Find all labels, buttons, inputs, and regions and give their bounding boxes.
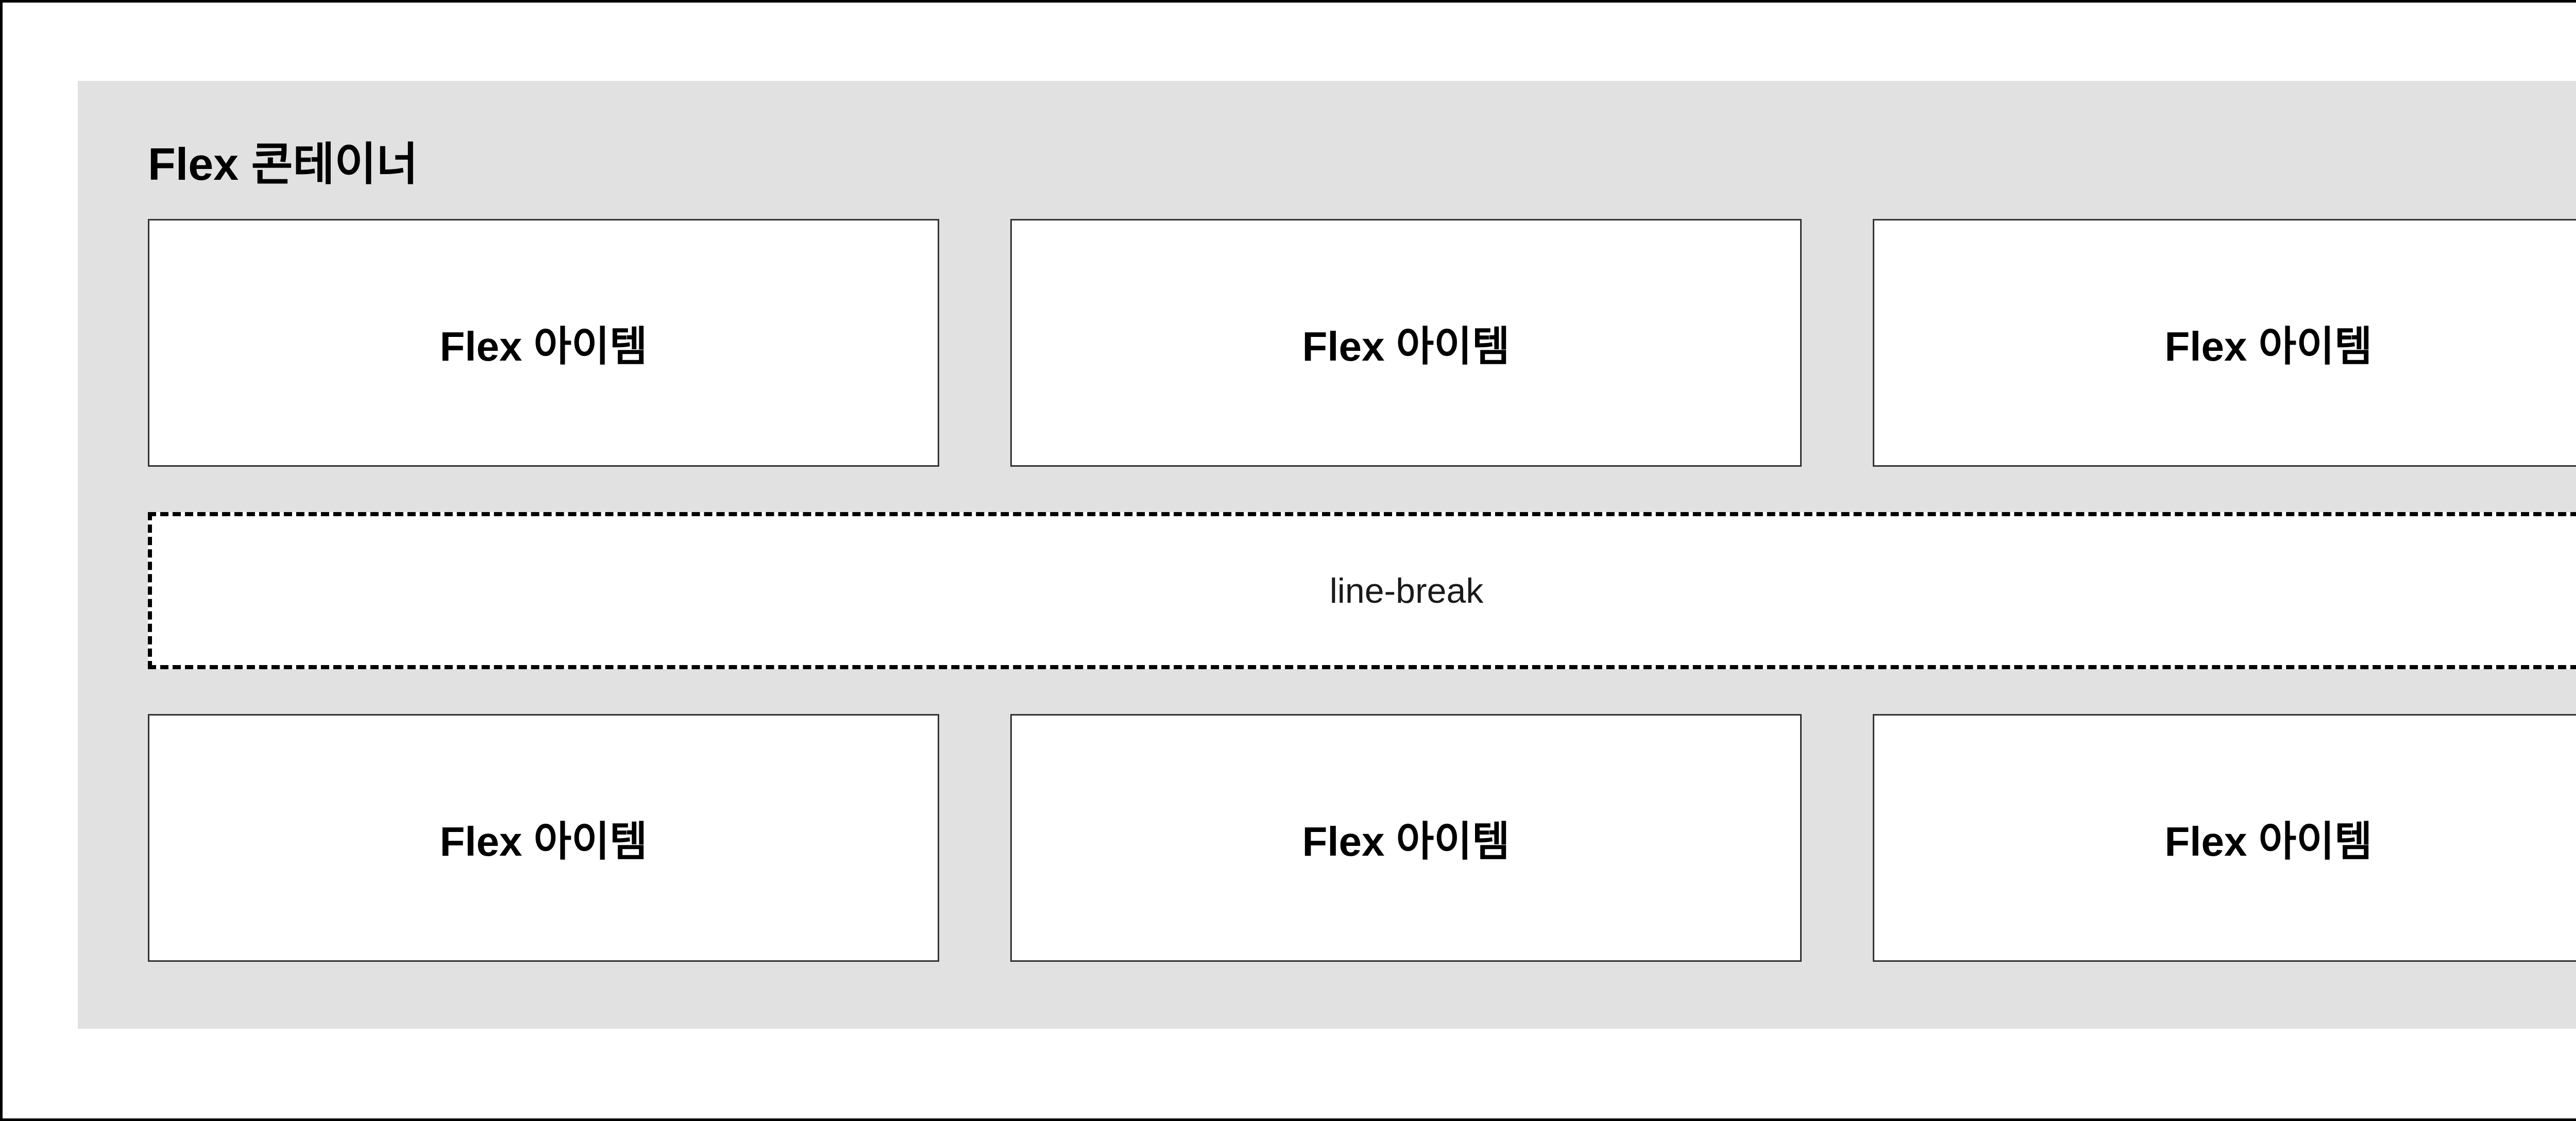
line-break-element: line-break (148, 512, 2576, 669)
flex-item-label: Flex 아이템 (1302, 818, 1510, 864)
flex-item-label: Flex 아이템 (2164, 818, 2372, 864)
flex-item-label: Flex 아이템 (2164, 323, 2372, 369)
row-gap-spacer (148, 669, 2576, 714)
flex-item[interactable]: Flex 아이템 (1873, 714, 2576, 962)
flex-item[interactable]: Flex 아이템 (1873, 219, 2576, 467)
flex-container: Flex 콘테이너 Flex 아이템 Flex 아이템 Flex 아이템 lin… (78, 81, 2576, 1029)
flex-item-label: Flex 아이템 (439, 818, 648, 864)
row-gap-spacer (148, 467, 2576, 512)
flex-item-label: Flex 아이템 (439, 323, 648, 369)
flex-item[interactable]: Flex 아이템 (148, 219, 939, 467)
line-break-label: line-break (1329, 571, 1484, 610)
flex-item[interactable]: Flex 아이템 (1010, 714, 1802, 962)
flex-item[interactable]: Flex 아이템 (1010, 219, 1802, 467)
flex-rows-wrapper: Flex 아이템 Flex 아이템 Flex 아이템 line-break Fl… (148, 219, 2576, 962)
flex-item-label: Flex 아이템 (1302, 323, 1510, 369)
flex-item[interactable]: Flex 아이템 (148, 714, 939, 962)
flex-container-title: Flex 콘테이너 (148, 139, 418, 190)
